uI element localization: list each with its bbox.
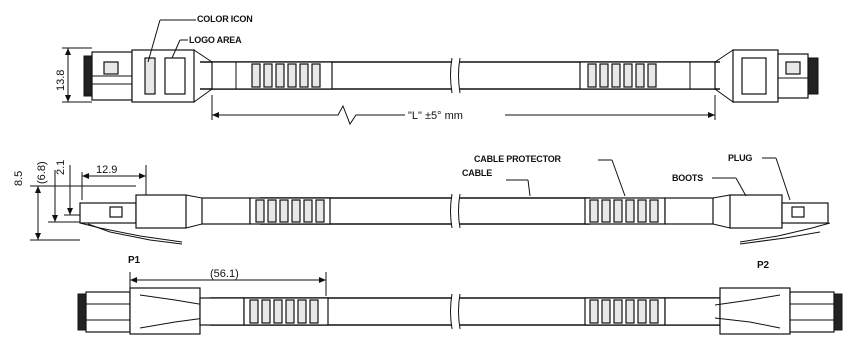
label-color-icon: COLOR ICON bbox=[197, 14, 253, 24]
bottom-view: (56.1) bbox=[77, 268, 843, 335]
dim-13-8: 13.8 bbox=[55, 70, 67, 91]
label-boots: BOOTS bbox=[672, 173, 703, 183]
label-logo-area: LOGO AREA bbox=[189, 35, 242, 45]
right-plug-bottom bbox=[664, 287, 843, 335]
dim-56-1: (56.1) bbox=[210, 268, 239, 280]
top-view: 13.8 "L" ±5° mm COLOR ICON LOGO AREA bbox=[55, 14, 819, 126]
left-cable-protector-bottom bbox=[243, 297, 329, 326]
dim-length: "L" ±5° mm bbox=[408, 110, 463, 122]
right-cable-protector-bottom bbox=[584, 297, 666, 326]
label-cable: CABLE bbox=[462, 168, 492, 178]
left-plug-top bbox=[83, 49, 213, 103]
dim-2-1: 2.1 bbox=[55, 160, 67, 175]
right-plug-side bbox=[664, 194, 831, 245]
logo-area-box bbox=[164, 57, 186, 95]
label-p2: P2 bbox=[757, 260, 769, 271]
dim-8-5: 8.5 bbox=[13, 171, 25, 186]
label-p1: P1 bbox=[128, 255, 140, 266]
label-cable-protector: CABLE PROTECTOR bbox=[474, 154, 562, 164]
side-view: 8.5 (6.8) 2.1 12.9 CABLE CABLE PROTECTOR… bbox=[13, 153, 831, 271]
left-plug-side bbox=[79, 194, 251, 245]
color-icon-area bbox=[144, 57, 156, 95]
right-cable-protector-side bbox=[584, 197, 666, 225]
left-plug-bottom bbox=[77, 287, 245, 335]
dim-6-8: (6.8) bbox=[36, 161, 48, 184]
right-plug-top bbox=[714, 49, 819, 103]
left-cable-protector-side bbox=[249, 197, 331, 225]
dim-12-9: 12.9 bbox=[96, 164, 117, 176]
left-cable-protector-top bbox=[211, 61, 333, 90]
right-cable-protector-top bbox=[579, 61, 716, 90]
label-plug: PLUG bbox=[728, 153, 752, 163]
